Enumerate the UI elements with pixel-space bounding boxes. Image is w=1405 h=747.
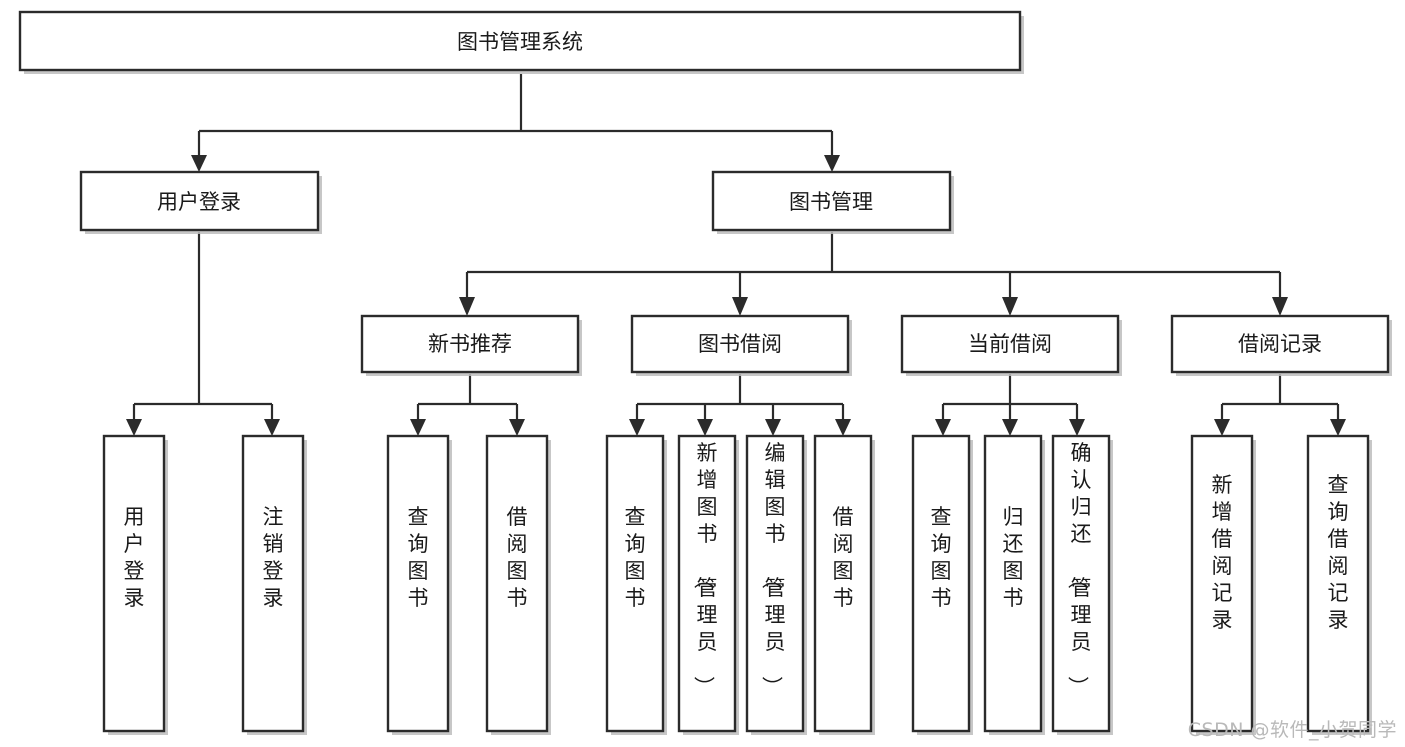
arrow-to-leaf-br-query — [1330, 419, 1346, 436]
leaf-bb-query-book-box[interactable] — [605, 434, 665, 733]
root-label: 图书管理系统 — [457, 30, 583, 54]
node-leaf-br-query-record[interactable]: 查询借阅记录 — [1306, 434, 1372, 735]
node-leaf-logout[interactable]: 注销登录 — [241, 434, 307, 735]
book-management-label: 图书管理 — [789, 190, 873, 214]
arrow-to-leaf-bb-add — [697, 419, 713, 436]
node-leaf-cb-query-book[interactable]: 查询图书 — [911, 434, 973, 735]
borrow-record-label: 借阅记录 — [1238, 332, 1322, 356]
connector-bookmgmt-to-level3 — [465, 232, 1282, 300]
leaf-br-query-record-box[interactable] — [1306, 434, 1370, 733]
leaf-cb-confirm-return-box[interactable] — [1051, 434, 1111, 733]
user-login-label: 用户登录 — [157, 190, 241, 214]
borrow-record-box[interactable] — [1170, 314, 1390, 374]
current-borrow-box[interactable] — [900, 314, 1120, 374]
node-user-login[interactable]: 用户登录 — [79, 170, 322, 234]
leaf-nbr-borrow-book-label: 借阅图书 — [507, 505, 528, 610]
node-leaf-cb-return-book[interactable]: 归还图书 — [983, 434, 1045, 735]
node-leaf-user-login[interactable]: 用户登录 — [102, 434, 168, 735]
leaf-cb-return-book-box[interactable] — [983, 434, 1043, 733]
arrow-to-leaf-bb-borrow — [835, 419, 851, 436]
leaf-cb-return-book-label: 归还图书 — [1003, 505, 1024, 610]
node-book-borrow[interactable]: 图书借阅 — [630, 314, 852, 376]
node-book-management[interactable]: 图书管理 — [711, 170, 954, 234]
arrow-to-leaf-nbr-query — [410, 419, 426, 436]
node-borrow-record[interactable]: 借阅记录 — [1170, 314, 1392, 376]
current-borrow-label: 当前借阅 — [968, 332, 1052, 356]
connector-userlogin-to-leaves — [132, 232, 274, 424]
arrow-to-borrow-record — [1272, 297, 1288, 316]
leaf-logout-label: 注销登录 — [263, 505, 284, 610]
node-leaf-bb-add-book[interactable]: 新增图书（管理员） — [677, 434, 739, 735]
leaf-user-login-box[interactable] — [102, 434, 166, 733]
node-leaf-bb-edit-book[interactable]: 编辑图书（管理员） — [745, 434, 807, 735]
connector-currentborrow-to-leaves — [941, 374, 1079, 424]
arrow-to-new-book-recommend — [459, 297, 475, 316]
arrow-to-leaf-cb-query — [935, 419, 951, 436]
arrow-to-current-borrow — [1002, 297, 1018, 316]
node-leaf-bb-borrow-book[interactable]: 借阅图书 — [813, 434, 875, 735]
node-current-borrow[interactable]: 当前借阅 — [900, 314, 1122, 376]
node-leaf-nbr-query-book[interactable]: 查询图书 — [386, 434, 452, 735]
book-management-box[interactable] — [711, 170, 952, 232]
leaf-bb-add-book-box[interactable] — [677, 434, 737, 733]
leaf-bb-add-book-label: 新增图书（管理员） — [692, 441, 718, 697]
leaf-bb-edit-book-label: 编辑图书（管理员） — [760, 441, 786, 697]
leaf-bb-borrow-book-box[interactable] — [813, 434, 873, 733]
leaf-br-query-record-label: 查询借阅记录 — [1328, 473, 1349, 632]
arrow-to-user-login — [191, 155, 207, 172]
leaf-cb-query-book-box[interactable] — [911, 434, 971, 733]
arrow-to-leaf-cb-return — [1002, 419, 1018, 436]
arrow-to-leaf-bb-edit — [765, 419, 781, 436]
arrow-to-book-management — [824, 155, 840, 172]
leaf-br-add-record-label: 新增借阅记录 — [1212, 473, 1233, 632]
leaf-logout-box[interactable] — [241, 434, 305, 733]
connector-bookborrow-to-leaves — [635, 374, 845, 424]
leaf-nbr-query-book-label: 查询图书 — [408, 505, 429, 610]
arrowhead-layer — [126, 155, 1346, 436]
node-root[interactable]: 图书管理系统 — [18, 10, 1024, 74]
root-box[interactable] — [18, 10, 1022, 72]
node-leaf-cb-confirm-return[interactable]: 确认归还（管理员） — [1051, 434, 1113, 735]
new-book-recommend-box[interactable] — [360, 314, 580, 374]
arrow-to-leaf-cb-confirm — [1069, 419, 1085, 436]
node-leaf-br-add-record[interactable]: 新增借阅记录 — [1190, 434, 1256, 735]
book-borrow-box[interactable] — [630, 314, 850, 374]
node-leaf-bb-query-book[interactable]: 查询图书 — [605, 434, 667, 735]
leaf-nbr-borrow-book-box[interactable] — [485, 434, 549, 733]
arrow-to-leaf-br-add — [1214, 419, 1230, 436]
leaf-user-login-label: 用户登录 — [124, 505, 145, 610]
arrow-to-leaf-logout — [264, 419, 280, 436]
connector-newbook-to-leaves — [416, 374, 519, 424]
leaf-cb-query-book-label: 查询图书 — [931, 505, 952, 610]
csdn-watermark: CSDN @软件_小贺同学 — [1187, 719, 1397, 741]
arrow-to-leaf-nbr-borrow — [509, 419, 525, 436]
connector-layer — [132, 74, 1340, 424]
leaf-br-add-record-box[interactable] — [1190, 434, 1254, 733]
leaf-bb-edit-book-box[interactable] — [745, 434, 805, 733]
node-new-book-recommend[interactable]: 新书推荐 — [360, 314, 582, 376]
connector-root-to-level2 — [197, 74, 834, 158]
node-leaf-nbr-borrow-book[interactable]: 借阅图书 — [485, 434, 551, 735]
book-borrow-label: 图书借阅 — [698, 332, 782, 356]
user-login-box[interactable] — [79, 170, 320, 232]
leaf-bb-query-book-label: 查询图书 — [625, 505, 646, 610]
arrow-to-leaf-user-login — [126, 419, 142, 436]
leaf-nbr-query-book-box[interactable] — [386, 434, 450, 733]
new-book-recommend-label: 新书推荐 — [428, 332, 512, 356]
leaf-bb-borrow-book-label: 借阅图书 — [833, 505, 854, 610]
arrow-to-leaf-bb-query — [629, 419, 645, 436]
arrow-to-book-borrow — [732, 297, 748, 316]
leaf-cb-confirm-return-label: 确认归还（管理员） — [1066, 441, 1092, 697]
connector-borrowrecord-to-leaves — [1220, 374, 1340, 424]
